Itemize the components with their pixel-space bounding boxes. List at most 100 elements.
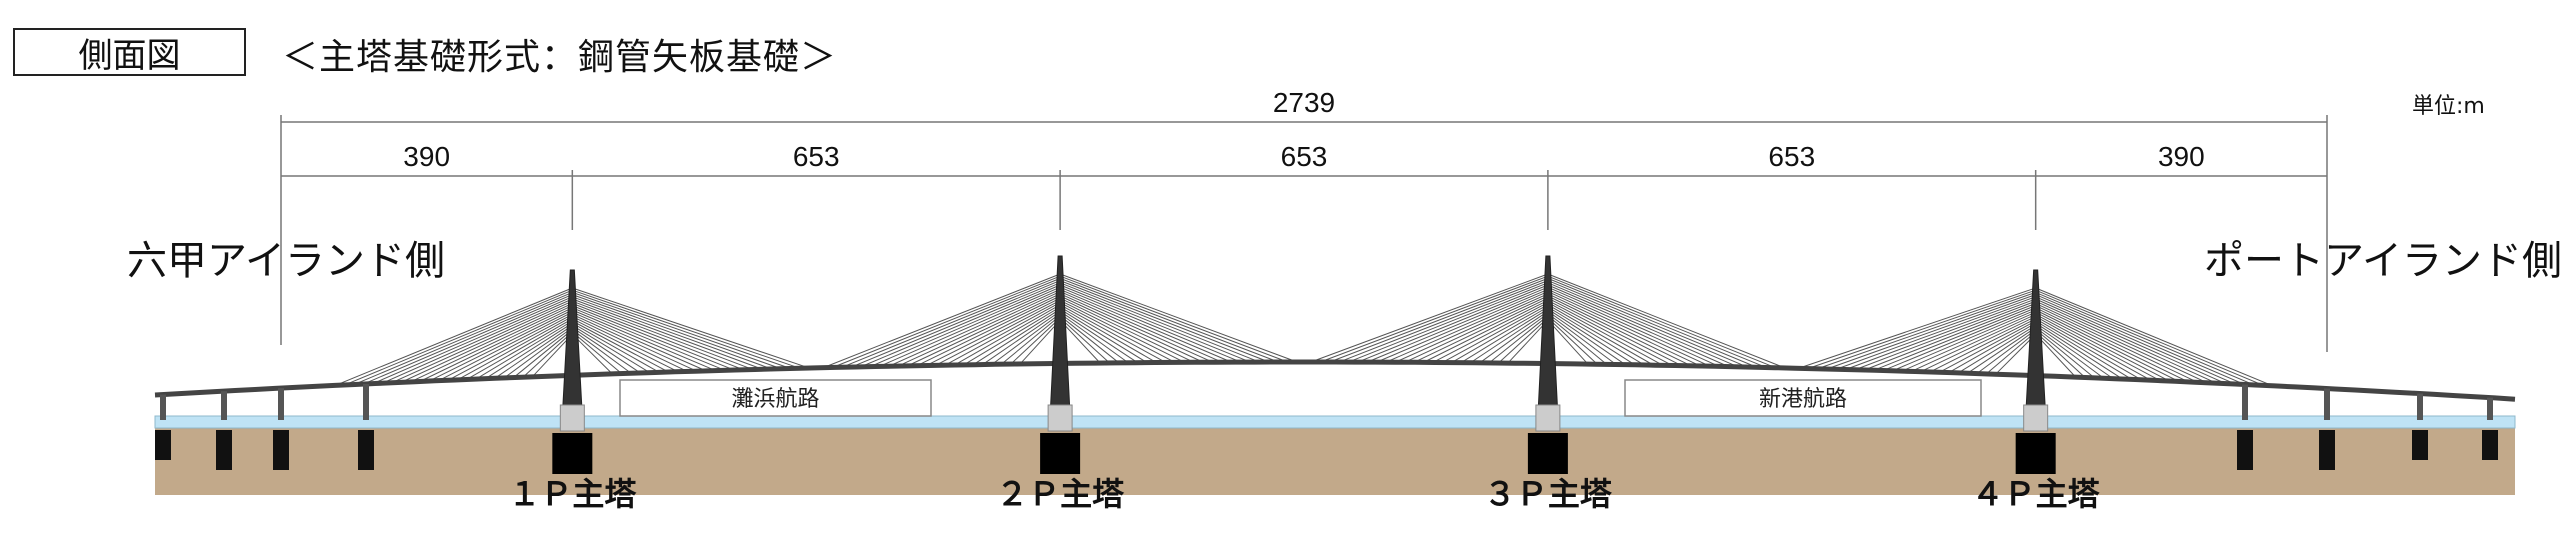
stay-cable bbox=[1329, 277, 1549, 363]
stay-cable bbox=[1059, 306, 1157, 363]
stay-cable bbox=[879, 286, 1061, 367]
tower-label: ２Ｐ主塔 bbox=[996, 475, 1125, 513]
stay-cable bbox=[1059, 282, 1260, 363]
stay-cable bbox=[466, 318, 573, 380]
stay-cable bbox=[2035, 324, 2114, 380]
stay-cable bbox=[1404, 295, 1549, 363]
stay-cable bbox=[1059, 291, 1223, 363]
stay-cable bbox=[1845, 298, 2036, 370]
stay-cable bbox=[1488, 315, 1549, 364]
stay-cable bbox=[869, 284, 1061, 368]
stay-cable bbox=[1547, 302, 1664, 366]
stay-cable bbox=[2035, 316, 2151, 381]
stay-cable bbox=[1920, 316, 2036, 373]
stay-cable bbox=[2035, 294, 2245, 385]
pier-foundation bbox=[273, 430, 289, 470]
stay-cable bbox=[1547, 282, 1748, 368]
stay-cable bbox=[1348, 282, 1549, 363]
stay-cable bbox=[1547, 293, 1701, 367]
stay-cable bbox=[1385, 291, 1549, 363]
span-length-label: 653 bbox=[1768, 141, 1815, 172]
stay-cable bbox=[1059, 308, 1148, 364]
stay-cable bbox=[1059, 286, 1242, 363]
stay-cable bbox=[2035, 302, 2208, 384]
pier-foundation bbox=[216, 430, 232, 470]
approach-pier bbox=[160, 394, 166, 420]
stay-cable bbox=[1059, 302, 1176, 363]
stay-cable bbox=[1939, 320, 2036, 373]
stay-cable bbox=[572, 313, 697, 372]
span-length-label: 653 bbox=[1281, 141, 1328, 172]
stay-cable bbox=[1985, 331, 2036, 375]
stay-cable bbox=[1059, 297, 1195, 363]
stay-cable bbox=[1547, 277, 1767, 368]
stay-cable bbox=[1882, 307, 2036, 372]
stay-cable bbox=[1479, 313, 1549, 364]
stay-cable bbox=[1547, 299, 1673, 366]
stay-cable bbox=[1001, 315, 1061, 365]
stay-cable bbox=[954, 304, 1061, 366]
stay-cable bbox=[572, 331, 623, 374]
tower-base-pier bbox=[559, 404, 585, 432]
stay-cable bbox=[2035, 331, 2086, 378]
stay-cable bbox=[1059, 310, 1138, 364]
stay-cable bbox=[1320, 275, 1549, 363]
stay-cable bbox=[2035, 289, 2264, 386]
navigation-channel-label: 新港航路 bbox=[1759, 387, 1847, 412]
stay-cable bbox=[1059, 280, 1270, 363]
stay-cable bbox=[1357, 284, 1549, 363]
stay-cable bbox=[2035, 333, 2077, 378]
stay-cable bbox=[1059, 277, 1279, 363]
approach-pier bbox=[2242, 384, 2248, 420]
stay-cable bbox=[1441, 304, 1549, 363]
stay-cable bbox=[522, 331, 573, 378]
stay-cable bbox=[1059, 284, 1251, 363]
stay-cable bbox=[1395, 293, 1549, 363]
stay-cable bbox=[1547, 275, 1776, 369]
stay-cable bbox=[1817, 291, 2036, 370]
stay-cable bbox=[1059, 275, 1288, 363]
stay-cable bbox=[1366, 286, 1549, 363]
stay-cable bbox=[1547, 286, 1729, 368]
stay-cable bbox=[1413, 297, 1549, 363]
bridge-deck bbox=[154, 359, 2516, 402]
stay-cable bbox=[1470, 310, 1549, 364]
stay-cable bbox=[572, 329, 632, 374]
stay-cable bbox=[2035, 296, 2236, 385]
stay-cable bbox=[1854, 300, 2036, 371]
stay-cable bbox=[1547, 310, 1626, 366]
stay-cable bbox=[2035, 327, 2105, 379]
stay-cable bbox=[1460, 308, 1549, 364]
diagram-title: 側面図 bbox=[78, 35, 181, 76]
stay-cable bbox=[1059, 313, 1129, 364]
stay-cable bbox=[1059, 273, 1298, 363]
approach-pier bbox=[363, 383, 369, 420]
stay-cable bbox=[1929, 318, 2036, 373]
steel-pipe-sheet-pile-foundation bbox=[1040, 433, 1081, 474]
unit-label: 単位:m bbox=[2412, 94, 2485, 119]
main-tower bbox=[561, 269, 583, 417]
stay-cable bbox=[572, 324, 651, 374]
stay-cable bbox=[1310, 273, 1549, 363]
stay-cable bbox=[935, 299, 1061, 366]
stay-cable bbox=[916, 295, 1061, 367]
navigation-channel-label: 灘浜航路 bbox=[731, 387, 819, 412]
stay-cable bbox=[1826, 294, 2036, 370]
stay-cable bbox=[1059, 288, 1232, 363]
stay-cable bbox=[1059, 319, 1101, 364]
stay-cable bbox=[1451, 306, 1549, 364]
rokko-island-side-label: 六甲アイランド側 bbox=[127, 238, 445, 284]
stay-cable bbox=[1376, 288, 1549, 363]
stay-cable bbox=[832, 275, 1061, 368]
stay-cable bbox=[572, 309, 716, 372]
stay-cable bbox=[457, 316, 573, 381]
stay-cable bbox=[572, 307, 726, 371]
stay-cable bbox=[1901, 311, 2036, 372]
stay-cable bbox=[1059, 295, 1204, 363]
stay-cable bbox=[2035, 300, 2217, 384]
stay-cable bbox=[1547, 288, 1720, 367]
stay-cable bbox=[972, 308, 1061, 366]
stay-cable bbox=[438, 311, 573, 382]
stay-cable bbox=[1338, 280, 1549, 363]
stay-cable bbox=[572, 300, 754, 370]
